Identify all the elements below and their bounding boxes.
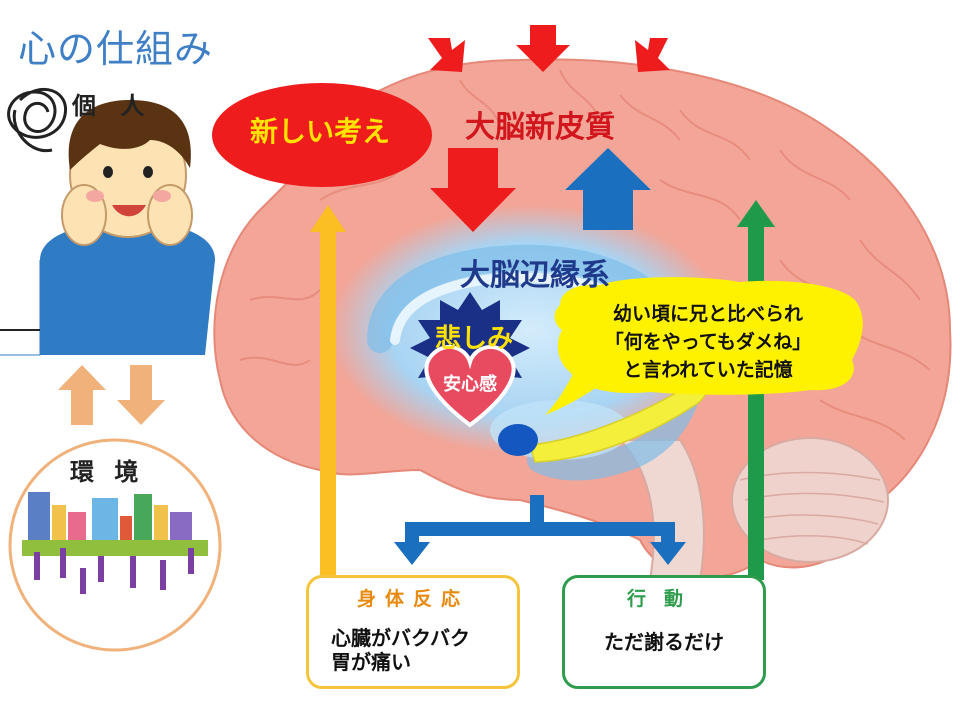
- memory-text: 幼い頃に兄と比べられ 「何をやってもダメね」 と言われていた記憶: [556, 300, 860, 384]
- safety-label: 安心感: [443, 374, 497, 395]
- body-reaction-title: 身体反応: [356, 588, 469, 610]
- memory-bubble: [554, 277, 863, 395]
- neocortex-label: 大脳新皮質: [465, 110, 615, 145]
- action-text: ただ謝るだけ: [604, 630, 724, 654]
- body-reaction-line: 胃が痛い: [331, 650, 411, 674]
- action-title: 行動: [626, 588, 701, 610]
- person-label: 個 人: [72, 92, 153, 120]
- new-thought-label: 新しい考え: [249, 115, 390, 148]
- safety-heart: [424, 344, 516, 428]
- environment-label: 環 境: [70, 458, 145, 486]
- memory-line: 幼い頃に兄と比べられ: [612, 303, 803, 325]
- sadness-label: 悲しみ: [434, 324, 513, 354]
- amygdala: [498, 424, 538, 456]
- blue-arrow-up: [565, 148, 651, 230]
- page-title: 心の仕組み: [18, 27, 214, 71]
- red-arrow-down: [430, 148, 516, 232]
- limbic-label: 大脳辺縁系: [460, 258, 610, 293]
- body-reaction-box: 身体反応 心臓がバクバク 胃が痛い: [306, 575, 520, 689]
- stress-scribble-icon: [7, 87, 67, 153]
- blue-branch-arrows: [394, 495, 686, 565]
- action-box: 行動 ただ謝るだけ: [562, 575, 766, 689]
- red-arrows-top: [428, 25, 670, 72]
- memory-line: と言われていた記憶: [623, 359, 793, 381]
- environment-illustration: [8, 438, 222, 652]
- memory-line: 「何をやってもダメね」: [604, 331, 812, 353]
- body-reaction-line: 心臓がバクバク: [331, 626, 470, 650]
- yellow-arrow: [310, 205, 346, 580]
- person-illustration: [0, 87, 215, 356]
- body-reaction-text: 心臓がバクバク 胃が痛い: [331, 626, 470, 674]
- person-environment-arrows: [58, 365, 165, 425]
- new-thought-bubble: [212, 83, 432, 187]
